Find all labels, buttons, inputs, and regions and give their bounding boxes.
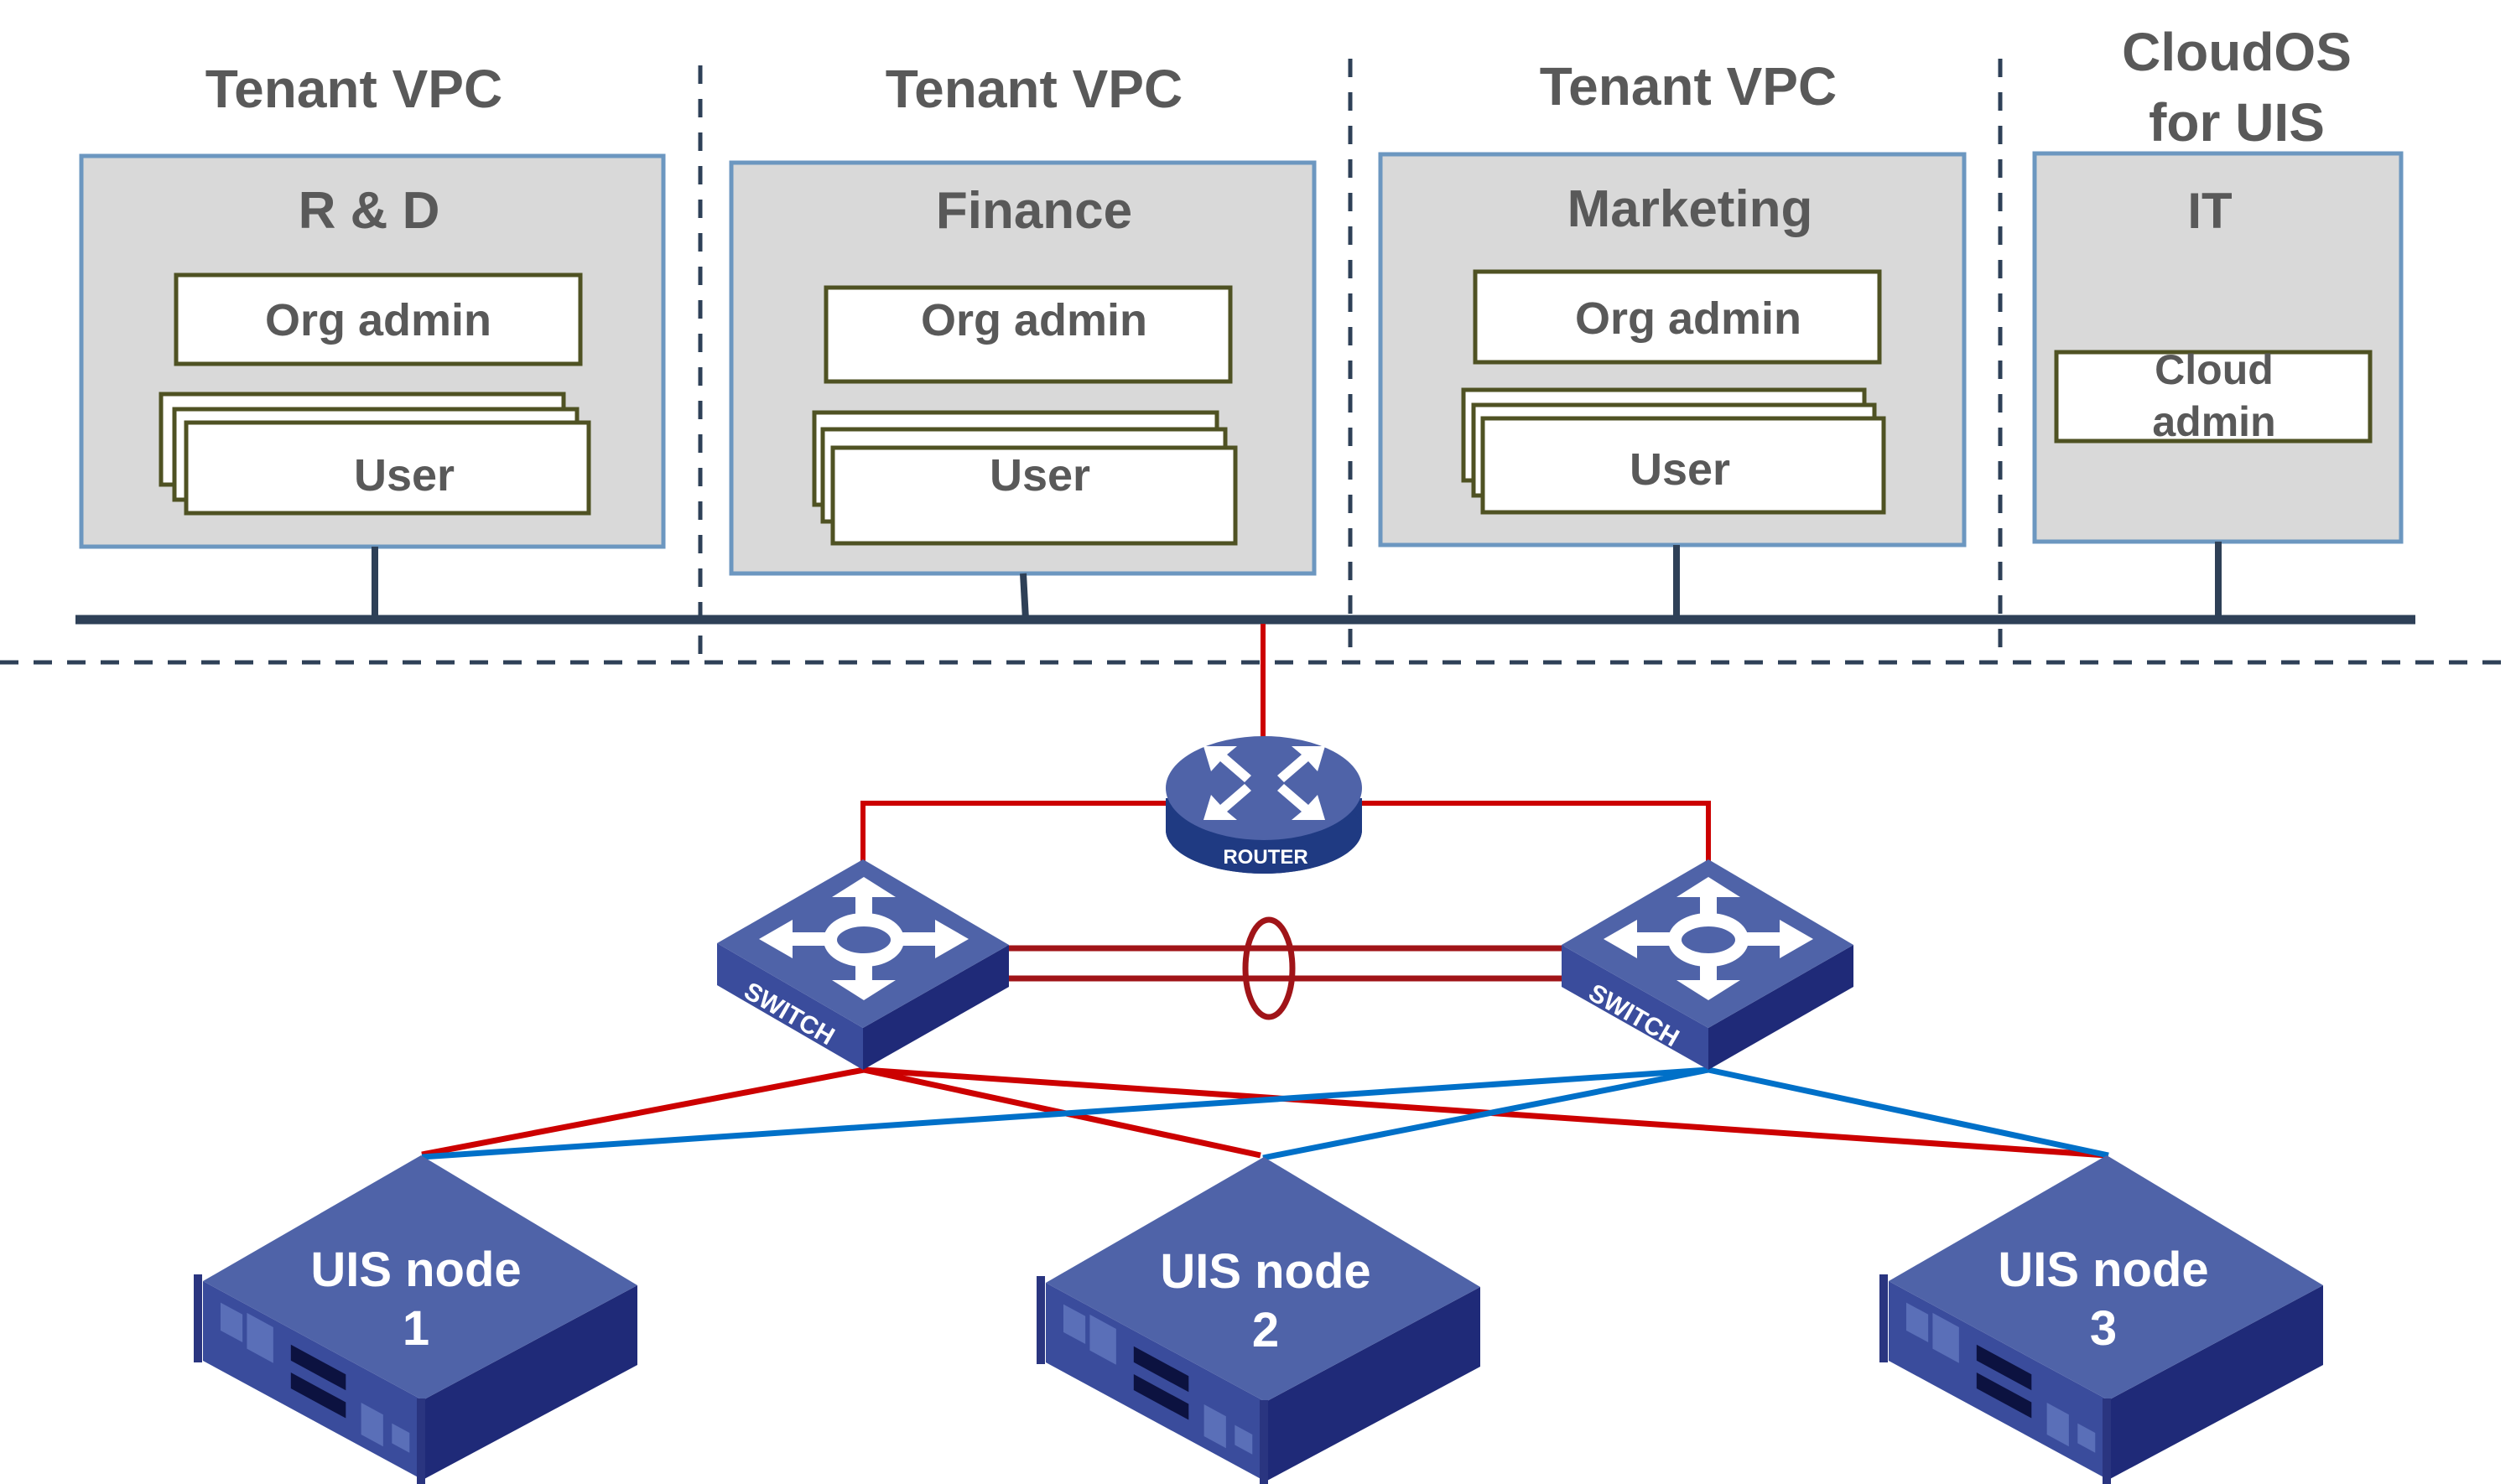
switch-right-face [1708, 945, 1853, 1070]
switch-b[interactable]: SWITCH [1562, 859, 1853, 1070]
tenant-rnd: Tenant VPC R & D Org admin User [79, 59, 666, 549]
node-label-line1: UIS node [310, 1243, 521, 1297]
org-admin-label: Org admin [265, 295, 491, 345]
management-bus [75, 542, 2415, 625]
switch-right-face [863, 945, 1009, 1070]
router-arrows-icon [1203, 746, 1325, 820]
switch-top-face [1562, 859, 1853, 1028]
user-stack[interactable]: User [1461, 387, 1886, 515]
user-card-front [830, 445, 1238, 546]
tenant-header: Tenant VPC [205, 59, 502, 119]
tenant-header: Tenant VPC [1540, 56, 1837, 117]
user-label: User [354, 450, 455, 501]
switch-arrows-icon [759, 877, 969, 1000]
link-swb-node3 [1708, 1066, 2109, 1159]
cloud-admin-box[interactable] [2054, 350, 2373, 444]
node-front-panel [220, 1302, 410, 1453]
switch-a[interactable]: SWITCH [717, 859, 1009, 1070]
tenant-header: Tenant VPC [886, 59, 1183, 119]
node-side-face [1266, 1287, 1480, 1481]
user-stack[interactable]: User [812, 410, 1238, 546]
it-box[interactable] [2032, 151, 2404, 544]
node-top-face [203, 1155, 637, 1400]
router-label: ROUTER [1223, 846, 1307, 869]
node-label-line2: 3 [2090, 1301, 2117, 1356]
aggregation-ring-icon [1242, 916, 1296, 1020]
org-admin-box[interactable] [1473, 269, 1882, 365]
user-label: User [990, 450, 1090, 501]
switch-top-face [717, 859, 1009, 1028]
cloudos-it: CloudOS for UIS IT Cloud admin [2032, 22, 2404, 544]
link-swb-node2 [1262, 1066, 1709, 1161]
switch-aggregation [1006, 916, 1564, 1020]
org-admin-label: Org admin [921, 295, 1147, 345]
link-swa-node1 [421, 1066, 865, 1158]
node-side-face [2108, 1285, 2323, 1480]
org-admin-label: Org admin [1575, 293, 1801, 344]
router-links [860, 624, 1711, 864]
org-name: Marketing [1567, 180, 1813, 238]
router-to-switch-b [1359, 801, 1711, 864]
switch-left-face [1562, 945, 1708, 1070]
router-top [1166, 736, 1362, 840]
user-card-front [1480, 416, 1886, 515]
node-label-line2: 1 [403, 1301, 429, 1356]
node-links [421, 1066, 2109, 1161]
node-label-line1: UIS node [1998, 1243, 2208, 1297]
org-name: IT [2187, 183, 2232, 239]
switch-arrows-icon [1604, 877, 1813, 1000]
org-name: Finance [936, 182, 1132, 240]
user-stack[interactable]: User [159, 392, 591, 516]
cloud-admin-label-line1: Cloud [2155, 346, 2274, 393]
router[interactable]: ROUTER [1166, 736, 1362, 874]
cloud-admin-label-line2: admin [2152, 398, 2275, 445]
node-front-panel [1905, 1302, 2096, 1453]
node-label-line1: UIS node [1160, 1244, 1370, 1299]
link-swb-node1 [421, 1066, 1709, 1160]
switch-left-face [717, 943, 863, 1070]
org-admin-box[interactable] [174, 272, 583, 366]
tenant-marketing: Tenant VPC Marketing Org admin User [1378, 56, 1967, 547]
user-label: User [1630, 444, 1730, 495]
cloudos-header-line1: CloudOS [2122, 22, 2352, 82]
node-label-line2: 2 [1252, 1303, 1279, 1357]
zone-separators [0, 59, 2516, 665]
user-card-front [184, 420, 591, 516]
node-side-face [423, 1285, 637, 1480]
node-top-face [1889, 1155, 2323, 1400]
drop-finance [1020, 573, 1029, 620]
tenant-finance: Tenant VPC Finance Org admin User [729, 59, 1317, 576]
org-name: R & D [299, 182, 440, 240]
node-front-panel [1063, 1304, 1253, 1455]
org-admin-box[interactable] [824, 285, 1233, 384]
node-top-face [1046, 1157, 1480, 1402]
cloudos-header-line2: for UIS [2149, 92, 2325, 153]
router-to-switch-a [860, 801, 1174, 864]
